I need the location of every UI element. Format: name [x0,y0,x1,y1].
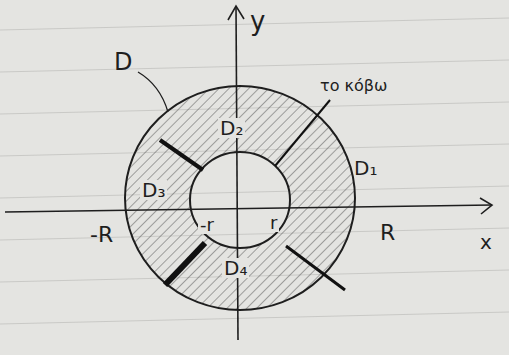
y-axis [236,6,238,340]
cut-line [165,243,205,285]
cut-line [160,140,203,170]
axis-label: x [478,232,494,252]
axis-value: -r [198,216,216,234]
region-label: D₄ [222,258,249,278]
region-label: D [112,50,134,74]
axis-value: R [378,222,397,244]
cut-line [275,100,330,166]
axis-label: y [248,8,267,34]
ruled-lines [0,18,509,324]
y-arrow [228,6,244,20]
region-label: D₂ [218,118,245,138]
annulus-hatch [125,86,355,310]
cut-line [286,246,345,290]
axis-value: -R [88,224,115,246]
region-label: D₁ [352,158,379,178]
region-label: D₃ [140,180,167,200]
axis-value: r [268,214,279,232]
note-label: το κόβω [318,78,389,94]
outer-circle [125,86,355,310]
inner-circle [190,152,290,248]
leader-line [138,72,168,112]
x-axis [5,205,492,212]
x-arrow [480,198,492,214]
